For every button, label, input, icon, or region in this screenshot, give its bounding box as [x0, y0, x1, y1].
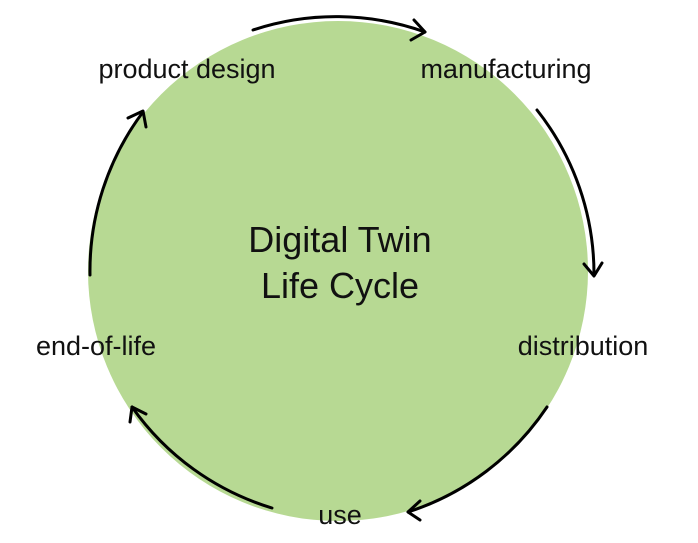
arrow-design-to-manufacturing	[251, 15, 427, 34]
stage-label-end-of-life: end-of-life	[36, 331, 156, 361]
stage-label-manufacturing: manufacturing	[420, 54, 591, 84]
arrow-distribution-to-use	[406, 405, 549, 514]
lifecycle-circle	[88, 21, 588, 521]
arrowhead-end-of-life-to-design	[126, 109, 148, 129]
arrow-manufacturing-to-distribution	[535, 108, 596, 277]
stage-label-use: use	[318, 500, 362, 530]
arrowhead-distribution-to-use	[406, 499, 422, 522]
arrowhead-design-to-manufacturing	[409, 18, 427, 42]
stage-label-distribution: distribution	[518, 331, 649, 361]
arrowhead-use-to-end-of-life	[128, 405, 148, 424]
center-title-line-1: Digital Twin	[248, 219, 431, 260]
arrowhead-manufacturing-to-distribution	[582, 261, 604, 278]
center-title-line-2: Life Cycle	[261, 265, 419, 306]
arrow-end-of-life-to-design	[88, 110, 145, 277]
stage-label-product-design: product design	[98, 54, 275, 84]
arrow-use-to-end-of-life	[130, 405, 274, 510]
